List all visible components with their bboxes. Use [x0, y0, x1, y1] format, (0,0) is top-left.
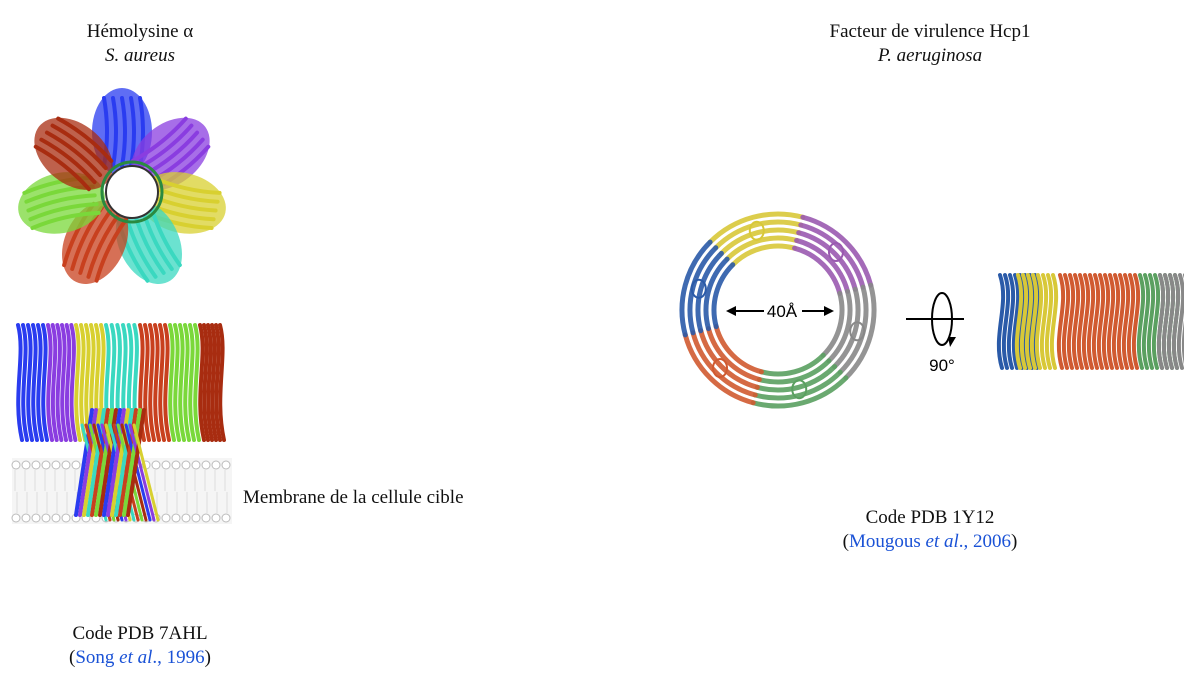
beta-barrel-stem — [74, 408, 160, 522]
citation-close-paren: ) — [204, 647, 211, 668]
citation-sep: ., — [958, 531, 969, 552]
rotation-label: 90° — [929, 356, 955, 375]
diameter-arrow — [726, 306, 834, 316]
hcp1-subunit-3 — [820, 282, 877, 381]
citation-sep: ., — [152, 647, 162, 668]
hcp1-subunit-1 — [707, 211, 806, 268]
hcp1-ring-view: 40Å — [679, 211, 877, 409]
right-protein-name: Facteur de virulence Hcp1 — [829, 21, 1031, 42]
side-subunit-6 — [168, 323, 201, 442]
hcp1-subunit-6 — [679, 239, 736, 338]
hcp1-side-subunit-6 — [1156, 273, 1184, 370]
hcp1-side-subunit-4 — [1096, 273, 1141, 370]
citation-open-paren: ( — [69, 647, 76, 668]
citation-link-song[interactable]: Song et al., 1996 — [75, 647, 204, 668]
citation-etal: et al — [925, 531, 959, 552]
citation-year: 2006 — [973, 531, 1012, 552]
hcp1-side-subunit-2 — [1014, 273, 1059, 370]
citation-link-mougous[interactable]: Mougous et al., 2006 — [849, 531, 1011, 552]
left-protein-name: Hémolysine α — [86, 21, 194, 42]
hcp1-subunit-5 — [682, 324, 764, 406]
hemolysin-top-view — [18, 88, 226, 284]
right-species: P. aeruginosa — [877, 45, 983, 66]
left-species: S. aureus — [104, 45, 176, 66]
side-subunit-7 — [198, 323, 226, 442]
citation-author: Song — [75, 647, 115, 668]
hcp1-subunit-4 — [750, 352, 849, 409]
subunit-7 — [33, 116, 114, 192]
hemolysin-side-view — [11, 323, 232, 524]
citation-close-paren: ) — [1011, 531, 1018, 552]
left-pdb-code: Code PDB 7AHL — [72, 623, 208, 644]
citation-year: 1996 — [166, 647, 205, 668]
hcp1-subunit-2 — [792, 214, 874, 296]
hcp1-side-subunit-3 — [1056, 273, 1101, 370]
citation-author: Mougous — [848, 531, 921, 552]
rotation-icon: 90° — [906, 292, 964, 375]
citation-open-paren: ( — [842, 531, 849, 552]
citation-etal: et al — [119, 647, 153, 668]
hcp1-side-view — [996, 273, 1184, 370]
pore-diameter-label: 40Å — [767, 302, 798, 321]
membrane-label: Membrane de la cellule cible — [243, 487, 464, 508]
right-pdb-code: Code PDB 1Y12 — [865, 507, 995, 528]
right-citation: (Mougous et al., 2006) — [780, 530, 1080, 554]
side-subunit-2 — [46, 323, 78, 442]
side-subunit-5 — [138, 323, 171, 442]
side-subunit-1 — [16, 323, 49, 442]
left-citation: (Song et al., 1996) — [20, 646, 260, 670]
